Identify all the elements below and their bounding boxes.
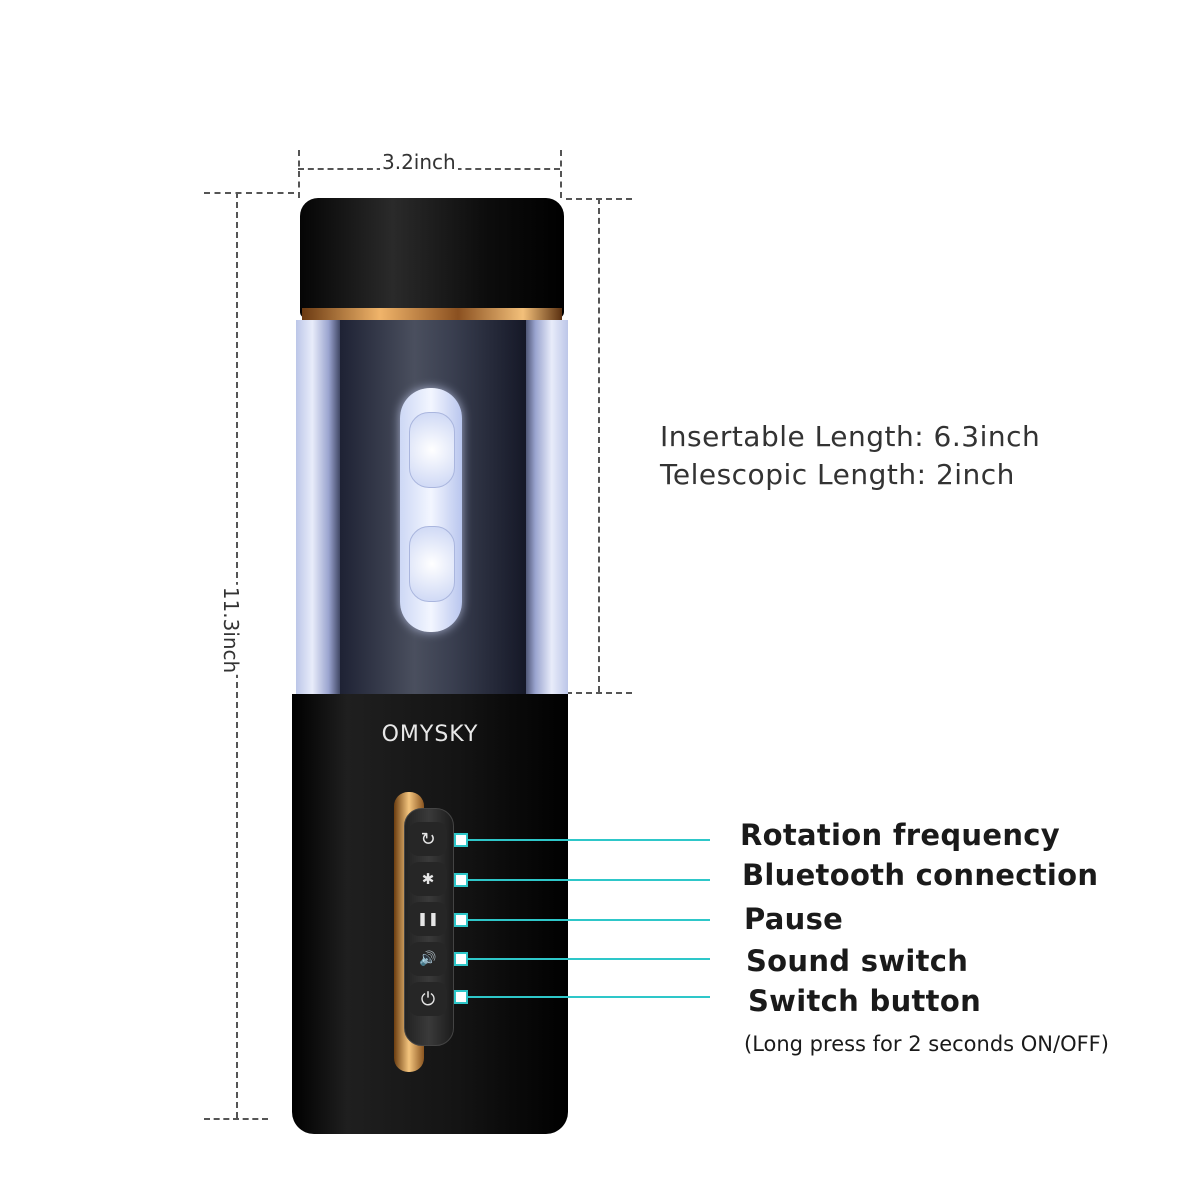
label-switch-button: Switch button xyxy=(748,984,982,1018)
label-pause: Pause xyxy=(744,902,844,936)
pause-button[interactable]: ❚❚ xyxy=(409,902,447,936)
label-bluetooth-connection: Bluetooth connection xyxy=(742,858,1099,892)
sound-icon: 🔊 xyxy=(419,951,437,967)
width-left-tick xyxy=(298,150,300,198)
leader-pause-anchor xyxy=(454,913,468,927)
bluetooth-icon: ✱ xyxy=(421,870,435,888)
device-gold-ring xyxy=(302,308,562,320)
insert-line xyxy=(598,198,600,692)
width-right-tick xyxy=(560,150,562,198)
window-pod-bottom xyxy=(409,526,455,602)
pause-icon: ❚❚ xyxy=(417,911,439,927)
leader-rotation-anchor xyxy=(454,833,468,847)
device-cap xyxy=(300,198,564,318)
insert-bottom-tick xyxy=(566,692,632,694)
height-bottom-tick xyxy=(204,1118,268,1120)
brand-logo: OMYSKY xyxy=(381,722,479,747)
height-label: 11.3inch xyxy=(219,584,244,676)
leader-pause-line xyxy=(468,919,710,921)
rotation-button[interactable]: ↻ xyxy=(409,822,447,856)
rotation-icon: ↻ xyxy=(420,828,436,850)
power-icon: ⏻ xyxy=(420,988,436,1010)
insertable-length-text: Insertable Length: 6.3inch xyxy=(660,420,1041,453)
height-top-tick xyxy=(204,192,294,194)
leader-rotation-line xyxy=(468,839,710,841)
width-label: 3.2inch xyxy=(380,150,458,174)
label-rotation-frequency: Rotation frequency xyxy=(740,818,1060,852)
leader-power-anchor xyxy=(454,990,468,1004)
sound-button[interactable]: 🔊 xyxy=(409,942,447,976)
label-sound-switch: Sound switch xyxy=(746,944,969,978)
power-button[interactable]: ⏻ xyxy=(409,982,447,1016)
leader-power-line xyxy=(468,996,710,998)
leader-bluetooth-line xyxy=(468,879,710,881)
window-pod-top xyxy=(409,412,455,488)
leader-sound-line xyxy=(468,958,710,960)
bluetooth-button[interactable]: ✱ xyxy=(409,862,447,896)
switch-note: (Long press for 2 seconds ON/OFF) xyxy=(744,1032,1109,1056)
leader-bluetooth-anchor xyxy=(454,873,468,887)
leader-sound-anchor xyxy=(454,952,468,966)
telescopic-length-text: Telescopic Length: 2inch xyxy=(660,458,1015,491)
